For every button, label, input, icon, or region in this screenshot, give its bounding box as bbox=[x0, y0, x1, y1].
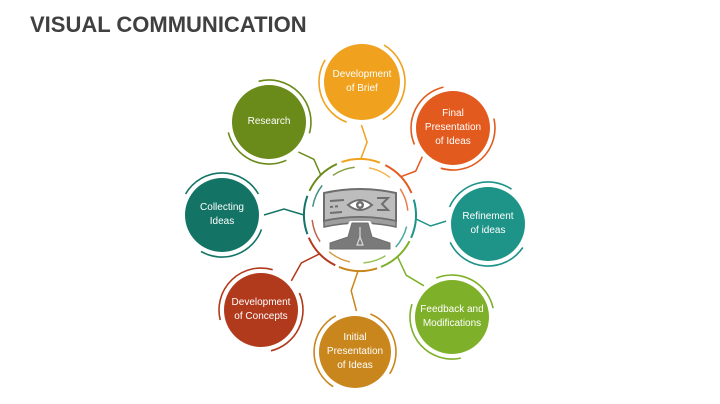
center-inner-arc bbox=[363, 255, 386, 264]
center-ring-arc bbox=[341, 158, 381, 164]
node-outer-ring bbox=[258, 79, 312, 134]
node-outer-ring bbox=[200, 229, 263, 258]
node-outer-ring bbox=[448, 181, 512, 208]
node-circle bbox=[415, 280, 489, 354]
center-inner-arc bbox=[332, 166, 355, 177]
center-inner-arc bbox=[328, 251, 351, 263]
center-inner-arc bbox=[311, 219, 321, 243]
node-circle bbox=[319, 316, 391, 388]
center-ring-arc bbox=[384, 164, 413, 194]
connector-line bbox=[415, 218, 447, 227]
node-outer-ring bbox=[410, 86, 444, 145]
node-research bbox=[227, 79, 312, 165]
node-outer-ring bbox=[313, 315, 337, 388]
node-outer-ring bbox=[270, 292, 304, 352]
node-outer-ring bbox=[227, 132, 287, 165]
connector-line bbox=[263, 208, 305, 216]
node-outer-ring bbox=[184, 172, 260, 195]
node-initial-presentation-of-ideas bbox=[313, 313, 397, 388]
center-ring-arc bbox=[303, 195, 309, 235]
center-inner-arc bbox=[395, 226, 408, 248]
node-outer-ring bbox=[382, 44, 406, 121]
center-ring-arc bbox=[307, 237, 336, 267]
node-circle bbox=[451, 187, 525, 261]
center-ring-arc bbox=[410, 199, 417, 239]
node-circle bbox=[185, 178, 259, 252]
page-title: VISUAL COMMUNICATION bbox=[30, 12, 307, 37]
node-outer-ring bbox=[218, 267, 273, 321]
center-ring-arc bbox=[308, 163, 338, 192]
center-inner-arc bbox=[311, 184, 323, 207]
node-outer-ring bbox=[449, 242, 524, 267]
nodes-group bbox=[184, 44, 525, 388]
node-collecting-ideas bbox=[184, 172, 263, 258]
node-outer-ring bbox=[409, 303, 461, 360]
center-inner-arc bbox=[368, 167, 391, 179]
connector-line bbox=[298, 151, 322, 176]
node-outer-ring bbox=[435, 274, 494, 309]
center-ring-arc bbox=[338, 265, 378, 273]
node-circle bbox=[232, 85, 306, 159]
node-outer-ring bbox=[370, 313, 397, 375]
eye-display-road-icon bbox=[323, 188, 397, 250]
node-circle bbox=[224, 273, 298, 347]
node-development-of-concepts bbox=[218, 267, 304, 352]
center-inner-arc bbox=[399, 188, 409, 211]
connector-lines bbox=[263, 124, 447, 312]
node-feedback-and-modifications bbox=[409, 274, 494, 360]
center-ring-arc bbox=[380, 240, 411, 268]
node-refinement-of-ideas bbox=[448, 181, 525, 267]
connector-line bbox=[396, 256, 425, 287]
node-final-presentation-of-ideas bbox=[410, 86, 496, 171]
node-development-of-brief bbox=[318, 44, 406, 123]
connector-line bbox=[290, 253, 320, 282]
connector-line bbox=[400, 156, 423, 178]
connector-line bbox=[360, 124, 368, 160]
node-outer-ring bbox=[318, 59, 347, 123]
node-outer-ring bbox=[440, 118, 496, 171]
node-circle bbox=[416, 91, 490, 165]
node-circle bbox=[324, 44, 400, 120]
connector-line bbox=[350, 270, 359, 312]
